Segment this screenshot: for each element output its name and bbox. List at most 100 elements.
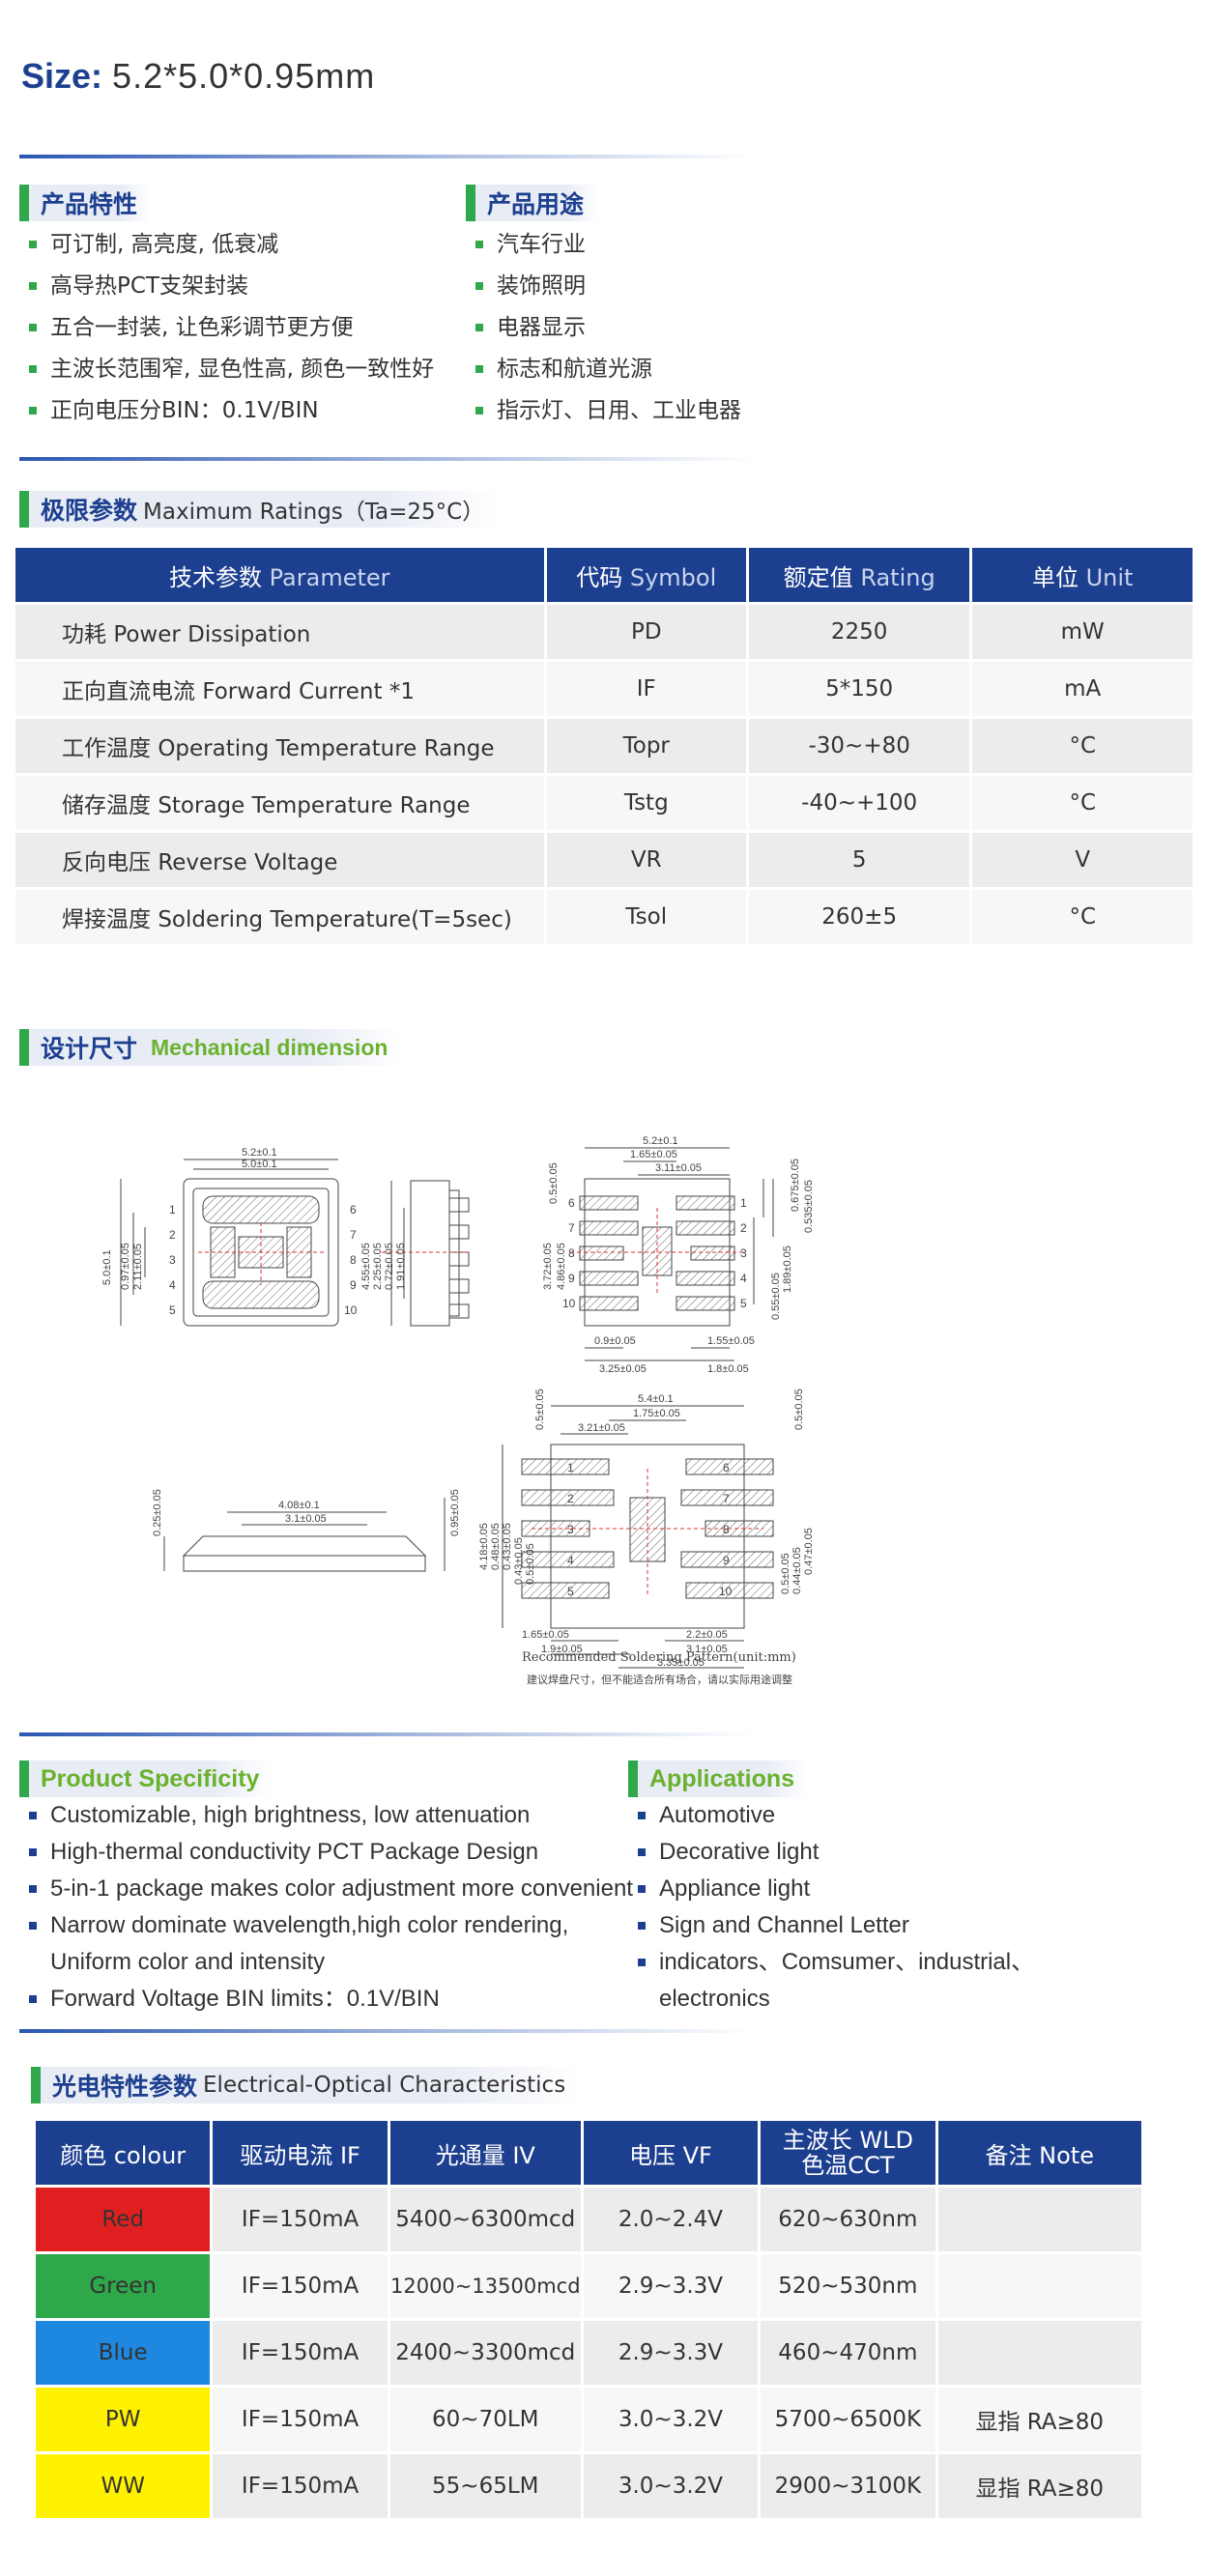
dim-label: 0.535±0.05: [803, 1180, 815, 1233]
bottom-pattern: [570, 1147, 774, 1361]
list-item: High-thermal conductivity PCT Package De…: [19, 1834, 638, 1871]
dim-label: 2.11±0.05: [132, 1244, 144, 1290]
pin-label: 2: [567, 1492, 574, 1505]
table-row: Green IF=150mA 12000~13500mcd 2.9~3.3V 5…: [36, 2254, 1141, 2318]
pin-label: 8: [568, 1246, 575, 1260]
pin-label: 4: [740, 1272, 747, 1285]
uses-header: 产品用途: [466, 185, 598, 221]
pin-label: 10: [719, 1585, 733, 1598]
dim-label: 3.25±0.05: [599, 1363, 647, 1375]
uses-list: 汽车行业 装饰照明 电器显示 标志和航道光源 指示灯、日用、工业电器: [466, 224, 756, 432]
colour-cell: Blue: [36, 2321, 211, 2385]
dim-label: 5.0±0.1: [242, 1159, 277, 1170]
dim-label: 0.5±0.05: [780, 1553, 791, 1594]
soldering-pattern: [502, 1405, 774, 1669]
pin-label: 9: [350, 1278, 357, 1292]
pin-label: 4: [567, 1554, 574, 1567]
mechanical-drawing: 5.2±0.1 5.0±0.1 5.0±0.1 0.97±0.05 2.11±0…: [101, 1135, 815, 1669]
pin-label: 1: [740, 1196, 747, 1210]
list-item: 装饰照明: [466, 266, 756, 307]
optical-subtitle: Electrical-Optical Characteristics: [203, 2073, 566, 2098]
mechanical-header: 设计尺寸 Mechanical dimension: [19, 1029, 402, 1066]
table-row: 正向直流电流 Forward Current *1 IF 5*150 mA: [15, 662, 1193, 716]
size-title: Size: 5.2*5.0*0.95mm: [21, 56, 376, 96]
pin-label: 9: [568, 1272, 575, 1285]
dim-label: 0.675±0.05: [790, 1159, 801, 1212]
list-item: 高导热PCT支架封装: [19, 266, 474, 307]
col-header: 单位 Unit: [972, 548, 1193, 602]
pin-label: 4: [169, 1278, 176, 1292]
list-item: 正向电压分BIN：0.1V/BIN: [19, 390, 474, 432]
list-item: Forward Voltage BIN limits：0.1V/BIN: [19, 1981, 638, 2018]
dim-label: 1.9±0.05: [541, 1644, 583, 1655]
pin-label: 9: [723, 1554, 730, 1567]
dim-label: 0.43±0.05: [502, 1523, 513, 1570]
list-item: 5-in-1 package makes color adjustment mo…: [19, 1871, 638, 1907]
drawing-caption: Recommended Soldering Pattern(unit:mm): [522, 1650, 796, 1665]
dim-label: 1.89±0.05: [782, 1245, 793, 1293]
applications-header: Applications: [628, 1760, 809, 1797]
table-row: 焊接温度 Soldering Temperature(T=5sec) Tsol …: [15, 890, 1193, 944]
table-row: 反向电压 Reverse Voltage VR 5 V: [15, 833, 1193, 887]
table-row: 功耗 Power Dissipation PD 2250 mW: [15, 605, 1193, 659]
divider: [19, 155, 754, 158]
drawing-caption-note: 建议焊盘尺寸，但不能适合所有场合，请以实际用途调整: [527, 1674, 792, 1686]
specificity-list: Customizable, high brightness, low atten…: [19, 1797, 638, 2018]
divider: [19, 2029, 754, 2033]
pin-label: 1: [169, 1203, 176, 1216]
list-item: 指示灯、日用、工业电器: [466, 390, 756, 432]
pin-label: 6: [568, 1196, 575, 1210]
specificity-title: Product Specificity: [29, 1760, 273, 1797]
list-item: Appliance light: [628, 1871, 1131, 1907]
list-item: 五合一封装, 让色彩调节更方便: [19, 307, 474, 349]
applications-list: Automotive Decorative light Appliance li…: [628, 1797, 1131, 2012]
specificity-header: Product Specificity: [19, 1760, 273, 1797]
dim-label: 0.47±0.05: [803, 1528, 815, 1575]
list-item: 可订制, 高亮度, 低衰减: [19, 224, 474, 266]
features-header: 产品特性: [19, 185, 152, 221]
divider: [19, 1732, 754, 1736]
list-item: 电器显示: [466, 307, 756, 349]
col-header: 代码 Symbol: [546, 548, 746, 602]
dim-label: 2.2±0.05: [686, 1629, 728, 1641]
list-item: 汽车行业: [466, 224, 756, 266]
dim-label: 5.2±0.1: [242, 1147, 277, 1159]
table-row: WW IF=150mA 55~65LM 3.0~3.2V 2900~3100K …: [36, 2454, 1141, 2518]
header-accent: [628, 1760, 638, 1797]
dim-label: 0.95±0.05: [449, 1489, 461, 1536]
pin-label: 7: [568, 1221, 575, 1235]
dim-label: 3.21±0.05: [578, 1422, 625, 1434]
pin-label: 3: [567, 1523, 574, 1536]
pin-label: 3: [740, 1246, 747, 1260]
pin-label: 5: [169, 1303, 176, 1317]
pin-label: 6: [723, 1461, 730, 1474]
dim-label: 0.5±0.05: [793, 1388, 805, 1430]
col-header: 备注 Note: [937, 2121, 1141, 2185]
ratings-header: 极限参数 Maximum Ratings（Ta=25°C）: [19, 491, 499, 528]
col-header: 电压 VF: [583, 2121, 759, 2185]
pin-label: 3: [169, 1253, 176, 1267]
list-item: Decorative light: [628, 1834, 1131, 1871]
pin-label: 2: [169, 1228, 176, 1242]
pin-label: 7: [723, 1492, 730, 1505]
col-header: 驱动电流 IF: [213, 2121, 388, 2185]
table-header-row: 技术参数 Parameter 代码 Symbol 额定值 Rating 单位 U…: [15, 548, 1193, 602]
dim-label: 5.2±0.1: [643, 1135, 678, 1147]
dim-label: 4.08±0.1: [278, 1500, 320, 1511]
pin-label: 10: [562, 1297, 576, 1310]
size-value: 5.2*5.0*0.95mm: [112, 56, 376, 96]
table-row: PW IF=150mA 60~70LM 3.0~3.2V 5700~6500K …: [36, 2388, 1141, 2451]
ratings-subtitle: Maximum Ratings（Ta=25°C）: [143, 500, 485, 525]
pin-label: 8: [723, 1523, 730, 1536]
pin-label: 5: [567, 1585, 574, 1598]
dim-label: 1.55±0.05: [707, 1335, 755, 1347]
dim-label: 5.4±0.1: [638, 1393, 674, 1405]
pin-label: 2: [740, 1221, 747, 1235]
uses-title: 产品用途: [475, 185, 598, 221]
header-accent: [31, 2067, 41, 2104]
dim-label: 0.5±0.05: [534, 1388, 546, 1430]
dim-label: 3.11±0.05: [655, 1162, 702, 1174]
dim-label: 0.9±0.05: [594, 1335, 636, 1347]
ratings-title: 极限参数: [41, 497, 138, 525]
